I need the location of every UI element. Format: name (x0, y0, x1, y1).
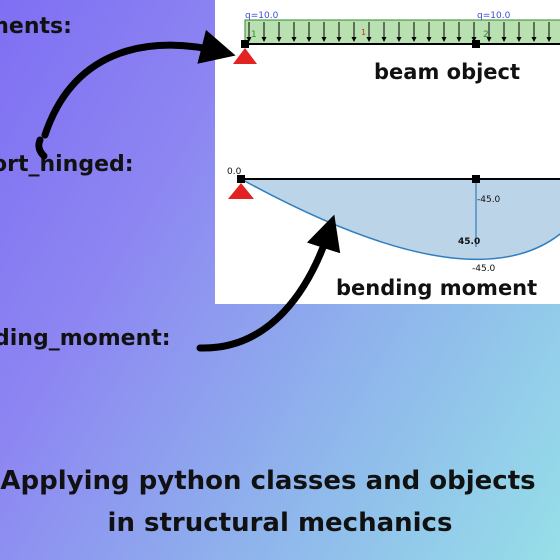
arrow-to-support-icon (35, 136, 48, 160)
node-2 (472, 40, 480, 48)
load-arrow-head (276, 37, 282, 42)
load-arrow-head (246, 37, 252, 42)
load-arrows (246, 22, 552, 42)
load-label-1: q=10.0 (245, 11, 279, 21)
load-arrow-head (321, 37, 327, 42)
footer-title-line-2: in structural mechanics (107, 508, 453, 538)
moment-support-icon (228, 183, 254, 199)
code-label-support-hinged: ort_hinged: (0, 152, 134, 177)
moment-node-2 (472, 175, 480, 183)
moment-curve (240, 178, 560, 261)
load-arrow-head (336, 37, 342, 42)
load-arrow-head (516, 37, 522, 42)
code-label-bending-moment: ding_moment: (0, 326, 171, 351)
load-arrow-head (291, 37, 297, 42)
load-arrow-head (546, 37, 552, 42)
load-arrow-head (351, 37, 357, 42)
load-arrow-head (411, 37, 417, 42)
caption-beam-object: beam object (374, 60, 521, 84)
load-arrow-head (486, 37, 492, 42)
element-label-1: 1 (251, 30, 257, 40)
moment-fill (241, 179, 560, 260)
beam-diagram: q=10.0 q=10.0 1 2 1 (233, 11, 560, 64)
load-arrow-head (441, 37, 447, 42)
moment-mid-value-lower: -45.0 (472, 264, 496, 274)
hinged-support-icon (233, 48, 257, 64)
caption-bending-moment: bending moment (336, 276, 538, 300)
arrow-to-moment-icon (196, 214, 341, 352)
load-arrow-head (261, 37, 267, 42)
load-arrow-head (396, 37, 402, 42)
red-marker: 1 (361, 28, 366, 37)
structure-plots: q=10.0 q=10.0 1 2 1 0.0 -45.0 45.0 -45.0 (227, 11, 560, 274)
node-1 (241, 40, 249, 48)
load-arrow-head (381, 37, 387, 42)
load-arrow-head (306, 37, 312, 42)
load-arrow-head (456, 37, 462, 42)
load-arrow-head (471, 37, 477, 42)
plot-panel: q=10.0 q=10.0 1 2 1 0.0 -45.0 45.0 -45.0… (215, 0, 560, 304)
moment-start-value: 0.0 (227, 167, 242, 177)
load-arrow-head (531, 37, 537, 42)
arrow-to-beam-icon (41, 29, 236, 139)
footer-title-line-1: Applying python classes and objects (0, 466, 536, 496)
moment-diagram: 0.0 -45.0 45.0 -45.0 (227, 167, 560, 274)
load-label-2: q=10.0 (477, 11, 511, 21)
load-arrow-head (366, 37, 372, 42)
element-label-2: 2 (483, 30, 489, 40)
distributed-load-area (244, 19, 560, 45)
moment-mid-value-upper: -45.0 (477, 195, 501, 205)
moment-diagram-value: 45.0 (458, 237, 480, 247)
code-label-elements: ments: (0, 14, 72, 39)
moment-node-1 (237, 175, 245, 183)
load-arrow-head (426, 37, 432, 42)
load-arrow-head (501, 37, 507, 42)
